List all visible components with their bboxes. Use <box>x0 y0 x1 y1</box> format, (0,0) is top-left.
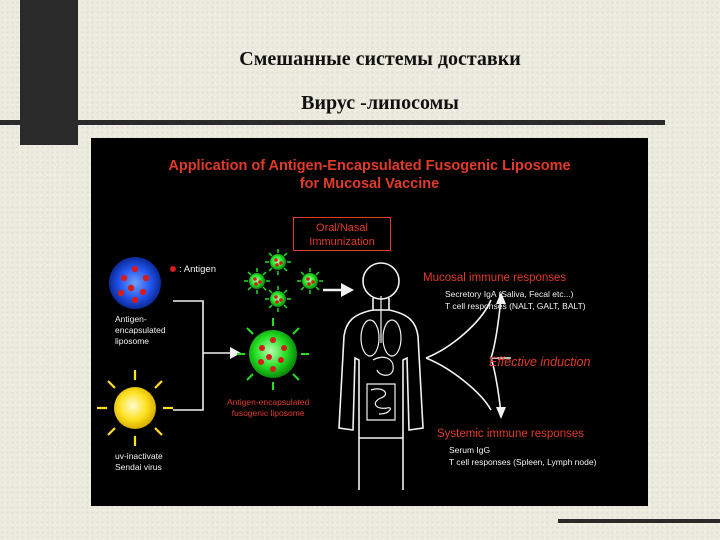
slide-subtitle: Вирус -липосомы <box>301 92 459 114</box>
fusogenic-liposome-icon <box>237 318 309 390</box>
immunization-route-box: Oral/Nasal Immunization <box>293 217 391 251</box>
mucosal-arrowhead <box>496 292 506 304</box>
route-line2: Immunization <box>309 236 375 248</box>
combine-connector <box>173 300 231 411</box>
diagram-graphics <box>97 249 511 490</box>
digestive-system-icon <box>360 296 402 421</box>
slide-title: Смешанные системы доставки <box>239 48 521 70</box>
systemic-item-1: Serum IgG <box>449 445 491 455</box>
mucosal-item-1: Secretory IgA (Saliva, Fecal etc...) <box>445 289 574 299</box>
systemic-item-2: T cell responses (Spleen, Lymph node) <box>449 457 597 467</box>
fusogenic-label: Antigen-encapsulated fusogenic liposome <box>227 397 309 419</box>
liposome-label-line2: encapsulated <box>115 325 166 335</box>
liposome-label-line1: Antigen- <box>115 314 147 324</box>
effective-induction-label: Effective induction <box>489 355 591 369</box>
human-body-icon <box>338 262 424 490</box>
vaccine-diagram: Application of Antigen-Encapsulated Fuso… <box>91 138 648 506</box>
liposome-label-line3: liposome <box>115 336 150 346</box>
small-fusogenic-particles <box>244 249 323 312</box>
virus-label-line1: uv-inactivate <box>115 451 163 461</box>
liposome-icon <box>109 257 161 309</box>
combine-arrowhead <box>230 347 241 359</box>
immunization-arrow <box>323 283 354 297</box>
header-rule <box>0 120 665 125</box>
systemic-items: Serum IgG T cell responses (Spleen, Lymp… <box>449 444 596 468</box>
antigen-legend-icon <box>170 266 176 272</box>
systemic-heading: Systemic immune responses <box>437 428 584 440</box>
figure-title-line2: for Mucosal Vaccine <box>299 176 440 192</box>
sendai-virus-icon <box>97 370 173 446</box>
footer-rule <box>558 519 720 523</box>
virus-label-line2: Sendai virus <box>115 462 162 472</box>
mucosal-item-2: T cell responses (NALT, GALT, BALT) <box>445 301 586 311</box>
mucosal-heading: Mucosal immune responses <box>423 272 567 284</box>
systemic-arrowhead <box>496 407 506 419</box>
route-line1: Oral/Nasal <box>316 222 368 234</box>
mucosal-items: Secretory IgA (Saliva, Fecal etc...) T c… <box>445 288 586 312</box>
antigen-legend-label: : Antigen <box>179 264 216 275</box>
fusogenic-label-line2: fusogenic liposome <box>231 408 305 418</box>
fusogenic-label-line1: Antigen-encapsulated <box>227 397 310 407</box>
figure-title-line1: Application of Antigen-Encapsulated Fuso… <box>168 158 571 174</box>
virus-label: uv-inactivate Sendai virus <box>115 451 163 473</box>
liposome-label: Antigen- encapsulated liposome <box>115 314 166 347</box>
